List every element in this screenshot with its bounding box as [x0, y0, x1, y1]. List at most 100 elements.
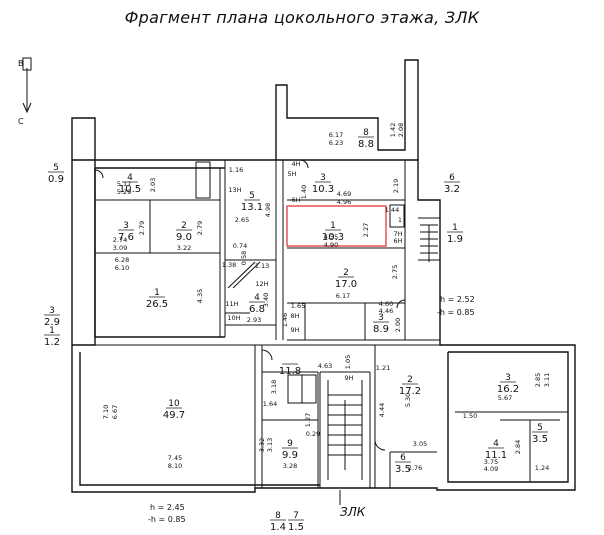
dimension-label: 2.79	[196, 221, 204, 235]
compass-letter-north: С	[18, 117, 24, 126]
highlighted-room	[286, 205, 387, 247]
room-area: 1.2	[44, 337, 60, 348]
dimension-label: 1.50	[463, 412, 477, 420]
dimension-label: 0.74	[233, 242, 247, 250]
room-number: 2	[343, 268, 349, 278]
dimension-label: 1.27	[304, 413, 312, 427]
dimension-label: 1.24	[535, 464, 549, 472]
room-number: 4	[127, 173, 133, 183]
tag-label: 13Н	[228, 186, 241, 194]
tag-label: 7Н	[393, 230, 402, 238]
room-number: 6	[400, 453, 406, 463]
dimension-label: 6.17	[336, 292, 350, 300]
dimension-label: 3.09	[113, 244, 127, 252]
tag-label: 9Н	[344, 374, 353, 382]
dimension-label: 7.10	[102, 405, 110, 419]
room-area: 26.5	[146, 299, 168, 310]
tag-label: 6Н	[291, 196, 300, 204]
dimension-label: 3.22	[177, 244, 191, 252]
partitions	[72, 159, 568, 488]
tag-label: 6Н	[393, 237, 402, 245]
dimension-label: 1.40	[300, 185, 308, 199]
room-number: 4	[493, 439, 499, 449]
room-number: 9	[287, 439, 293, 449]
room-area: 49.7	[163, 410, 185, 421]
dimension-label: 1.46	[281, 313, 289, 327]
tag-label: 11Н	[225, 300, 238, 308]
dimension-label: 3.05	[413, 440, 427, 448]
tag-label: 12Н	[255, 280, 268, 288]
room-number: 3	[49, 306, 55, 316]
dimension-label: 1.13	[255, 262, 269, 270]
dimension-label: 4.46	[379, 307, 393, 315]
dimension-label: 4.44	[378, 403, 386, 417]
room-number: 2	[181, 221, 187, 231]
compass-letter-east: В	[18, 59, 24, 68]
room-number: 10	[168, 399, 180, 409]
room-area: 8.8	[358, 139, 374, 150]
compass-arrow	[22, 57, 32, 114]
room-number: 5	[537, 423, 543, 433]
dimension-label: 3.28	[283, 462, 297, 470]
room-area: 3.5	[532, 434, 548, 445]
room-area: 3.5	[395, 464, 411, 475]
dimension-label: 3.75	[484, 458, 498, 466]
room-number: 8	[275, 511, 281, 521]
room-area: 3.2	[444, 184, 460, 195]
tag-label: 1.44	[385, 206, 399, 214]
dimension-label: 1.65	[291, 302, 305, 310]
tag-label: 1.38	[222, 261, 236, 269]
dimension-label: 2.79	[138, 221, 146, 235]
room-area: 10.3	[312, 184, 334, 195]
room-area: 16.2	[497, 384, 519, 395]
room-area: 1.5	[288, 522, 304, 533]
tag-label: 1	[398, 216, 402, 224]
tag-label: 4Н	[291, 160, 300, 168]
room-number: 6	[449, 173, 455, 183]
room-number: 1	[452, 223, 458, 233]
dimension-label: 3.11	[543, 373, 551, 387]
room-number: 7	[293, 511, 299, 521]
dimension-label: 1.16	[229, 166, 243, 174]
dimension-label: 0.29	[306, 430, 320, 438]
bottom-label: ЗЛК	[340, 505, 366, 519]
dimension-label: 4.96	[337, 198, 351, 206]
room-number: 3	[123, 221, 129, 231]
dimension-label: 3.32	[258, 438, 266, 452]
dimension-label: 1.21	[376, 364, 390, 372]
room-number: 1	[330, 221, 336, 231]
dimension-label: 3.13	[266, 438, 274, 452]
dimension-label: 2.27	[362, 223, 370, 237]
room-area: 10.5	[119, 184, 141, 195]
room-area: 9.9	[282, 450, 298, 461]
room-labels: 88.8410.537.629.0126.5513.146.8310.3110.…	[44, 128, 548, 533]
room-number: 3	[378, 313, 384, 323]
dimension-label: 6.17	[329, 131, 343, 139]
room-area: 1.4	[270, 522, 286, 533]
room-area: 1.9	[447, 234, 463, 245]
dimension-label: 2.19	[392, 179, 400, 193]
room-number: 5	[53, 163, 59, 173]
room-number: 3	[320, 173, 326, 183]
room-area: 7.6	[118, 232, 134, 243]
dimension-label: 6.67	[111, 405, 119, 419]
dimension-label: 4.60	[379, 300, 393, 308]
dimension-label: 6.10	[115, 264, 129, 272]
room-area: 10.3	[322, 232, 344, 243]
dimension-label: 2.08	[397, 123, 405, 137]
dimension-label: 2.84	[514, 440, 522, 454]
room-area: 13.1	[241, 202, 263, 213]
room-area: 8.9	[373, 324, 389, 335]
dimension-label: 1.42	[389, 123, 397, 137]
room-number: 3	[505, 373, 511, 383]
room-area: 11.1	[485, 450, 507, 461]
dimension-label: 6.23	[329, 139, 343, 147]
room-number: 2	[407, 375, 413, 385]
dimension-label: 1.05	[344, 355, 352, 369]
room-area: 2.9	[44, 317, 60, 328]
room-number: 1	[154, 288, 160, 298]
room-area: 17.0	[335, 279, 357, 290]
room-area: 17.2	[399, 386, 421, 397]
